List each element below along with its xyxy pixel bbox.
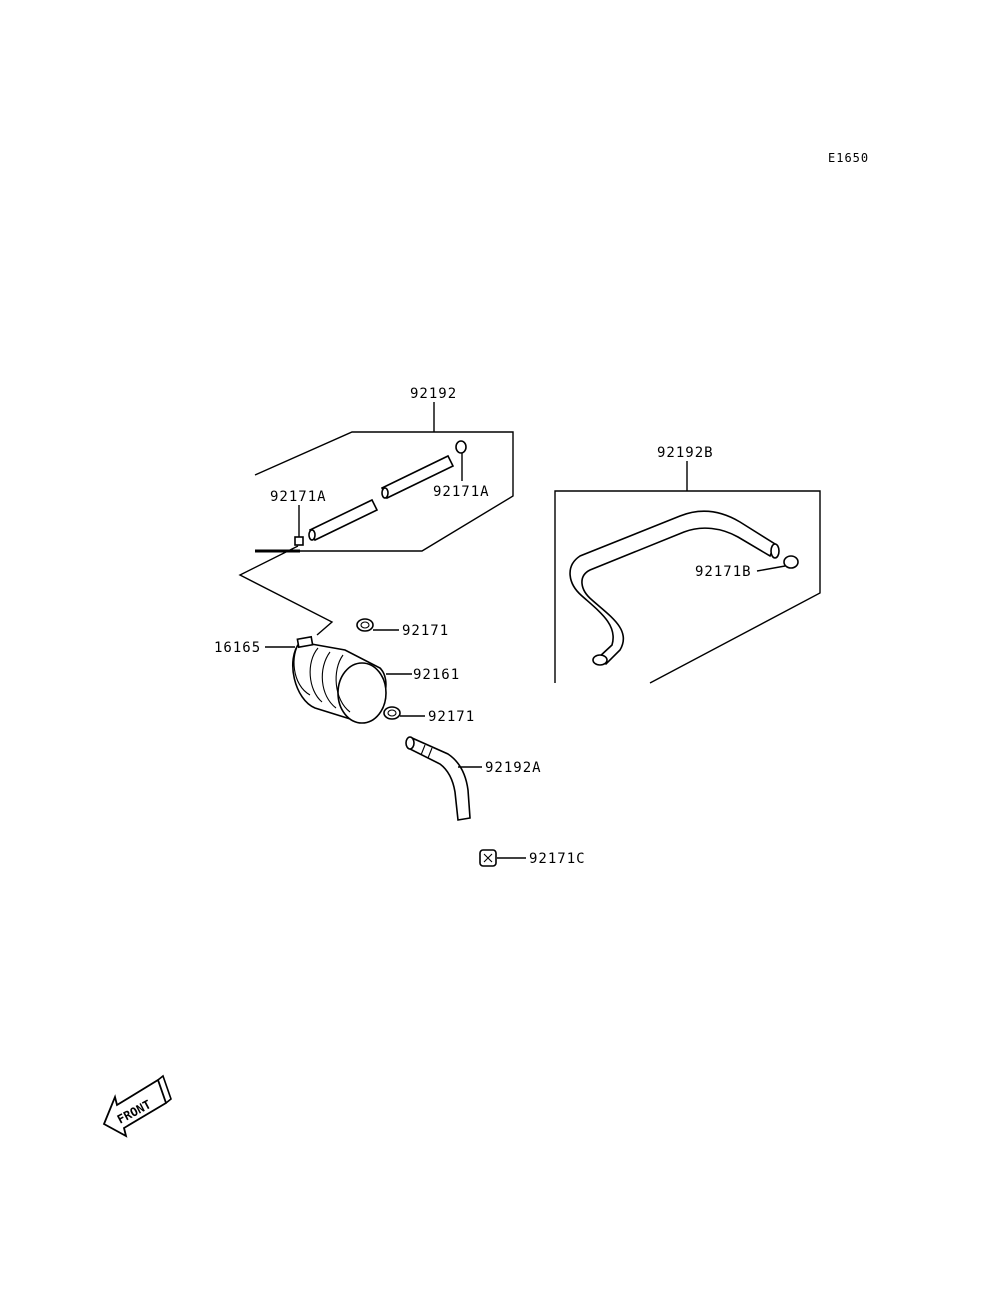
label-92171-top: 92171 <box>402 623 449 639</box>
hose-92192 <box>308 454 455 542</box>
front-arrow-icon: FRONT <box>102 1074 172 1138</box>
label-92161: 92161 <box>413 667 460 683</box>
label-92171a-right: 92171A <box>433 484 490 500</box>
clamp-92171b <box>756 555 799 572</box>
label-92171-bottom: 92171 <box>428 709 475 725</box>
label-92192b: 92192B <box>657 445 714 461</box>
diagram-code: E1650 <box>828 151 869 165</box>
hose-92192a: 92192A <box>405 736 542 821</box>
label-92192a: 92192A <box>485 760 542 776</box>
hose-92192-group: 92192 92171A 92171A <box>254 386 514 553</box>
hose-92192b-group: 92192B 92171B <box>554 445 821 684</box>
group-leader <box>238 545 334 636</box>
clamp-92171a-right <box>455 440 467 481</box>
clamp-92171a-left <box>294 505 304 546</box>
clamp-92171-top: 92171 <box>356 618 449 639</box>
clip-92171c: 92171C <box>479 849 586 867</box>
label-92171c: 92171C <box>529 851 586 867</box>
label-92192: 92192 <box>410 386 457 402</box>
label-92171a-left: 92171A <box>270 489 327 505</box>
hose-92192b <box>569 510 780 666</box>
valve-assembly: 16165 92161 <box>214 635 460 724</box>
label-92171b: 92171B <box>695 564 752 580</box>
clamp-92171-bottom: 92171 <box>383 706 475 725</box>
label-16165: 16165 <box>214 640 261 656</box>
